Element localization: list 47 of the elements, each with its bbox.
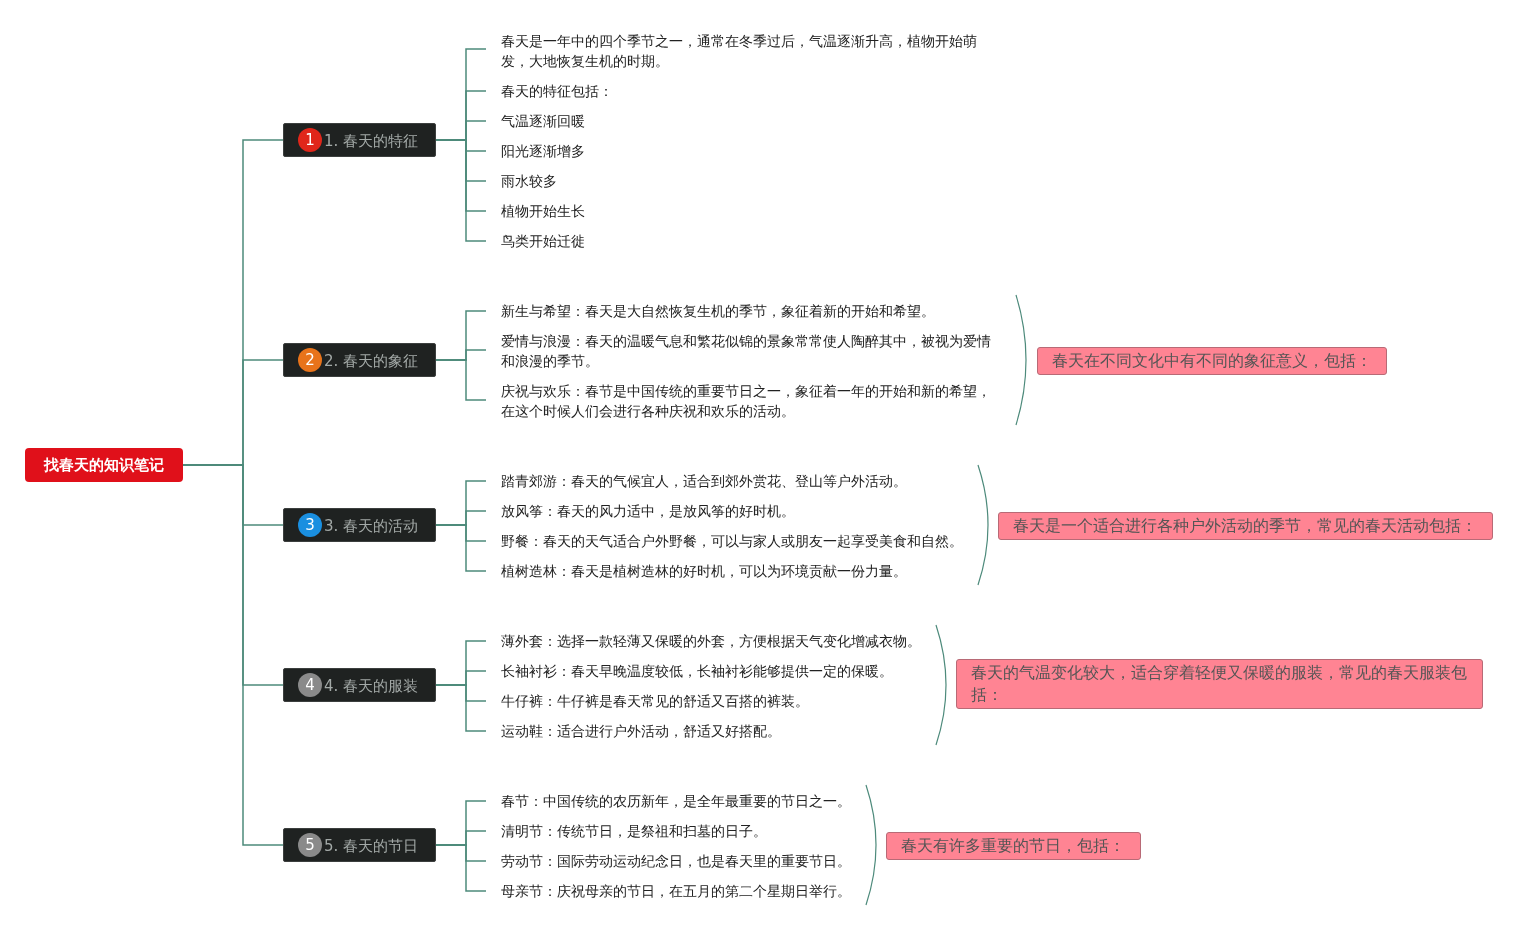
- leaf-text: 植物开始生长: [486, 201, 1086, 221]
- number-badge: 4: [298, 673, 322, 697]
- topic-box: [283, 343, 436, 377]
- topic-box: [283, 123, 436, 157]
- summary-box: 春天有许多重要的节日，包括：: [886, 832, 1141, 860]
- leaf-text: 春天是一年中的四个季节之一，通常在冬季过后，气温逐渐升高，植物开始萌发，大地恢复生机的时期。: [486, 31, 981, 71]
- leaf-text: 春天的特征包括：: [486, 81, 1086, 101]
- summary-box: 春天在不同文化中有不同的象征意义，包括：: [1037, 347, 1387, 375]
- leaf-text: 新生与希望：春天是大自然恢复生机的季节，象征着新的开始和希望。: [486, 301, 996, 321]
- connector-line: [435, 359, 487, 401]
- leaf-text: 阳光逐渐增多: [486, 141, 1086, 161]
- topic-label: 1. 春天的特征: [324, 131, 419, 151]
- leaf-text: 运动鞋：适合进行户外活动，舒适又好搭配。: [486, 721, 926, 741]
- leaf-text: 母亲节：庆祝母亲的节日，在五月的第二个星期日举行。: [486, 881, 866, 901]
- number-badge: 5: [298, 833, 322, 857]
- connector-line: [435, 524, 487, 572]
- leaf-text: 气温逐渐回暖: [486, 111, 1086, 131]
- leaf-text: 长袖衬衫：春天早晚温度较低，长袖衬衫能够提供一定的保暖。: [486, 661, 926, 681]
- topic-label: 3. 春天的活动: [324, 516, 419, 536]
- connector-line: [435, 139, 487, 242]
- topic-box: [283, 828, 436, 862]
- leaf-text: 牛仔裤：牛仔裤是春天常见的舒适又百搭的裤装。: [486, 691, 926, 711]
- number-badge: 1: [298, 128, 322, 152]
- leaf-text: 鸟类开始迁徙: [486, 231, 1086, 251]
- number-badge: 3: [298, 513, 322, 537]
- leaf-text: 雨水较多: [486, 171, 1086, 191]
- connector-line: [435, 684, 487, 732]
- root-topic-box: 找春天的知识笔记: [25, 448, 183, 482]
- topic-box: [283, 508, 436, 542]
- leaf-text: 爱情与浪漫：春天的温暖气息和繁花似锦的景象常常使人陶醉其中，被视为爱情和浪漫的季节。: [486, 331, 996, 371]
- topic-label: 2. 春天的象征: [324, 351, 419, 371]
- leaf-text: 放风筝：春天的风力适中，是放风筝的好时机。: [486, 501, 966, 521]
- leaf-text: 春节：中国传统的农历新年，是全年最重要的节日之一。: [486, 791, 866, 811]
- leaf-text: 清明节：传统节日，是祭祖和扫墓的日子。: [486, 821, 866, 841]
- leaf-text: 植树造林：春天是植树造林的好时机，可以为环境贡献一份力量。: [486, 561, 966, 581]
- summary-box: 春天是一个适合进行各种户外活动的季节，常见的春天活动包括：: [998, 512, 1493, 540]
- connector-line: [435, 844, 487, 892]
- leaf-text: 野餐：春天的天气适合户外野餐，可以与家人或朋友一起享受美食和自然。: [486, 531, 966, 551]
- leaf-text: 薄外套：选择一款轻薄又保暖的外套，方便根据天气变化增减衣物。: [486, 631, 926, 651]
- topic-label: 5. 春天的节日: [324, 836, 419, 856]
- leaf-text: 庆祝与欢乐：春节是中国传统的重要节日之一，象征着一年的开始和新的希望，在这个时候人们会进行各种庆祝和欢乐的活动。: [486, 381, 996, 421]
- topic-box: [283, 668, 436, 702]
- topic-label: 4. 春天的服装: [324, 676, 419, 696]
- leaf-text: 劳动节：国际劳动运动纪念日，也是春天里的重要节日。: [486, 851, 866, 871]
- number-badge: 2: [298, 348, 322, 372]
- leaf-text: 踏青郊游：春天的气候宜人，适合到郊外赏花、登山等户外活动。: [486, 471, 966, 491]
- summary-box: 春天的气温变化较大，适合穿着轻便又保暖的服装，常见的春天服装包括：: [956, 659, 1483, 709]
